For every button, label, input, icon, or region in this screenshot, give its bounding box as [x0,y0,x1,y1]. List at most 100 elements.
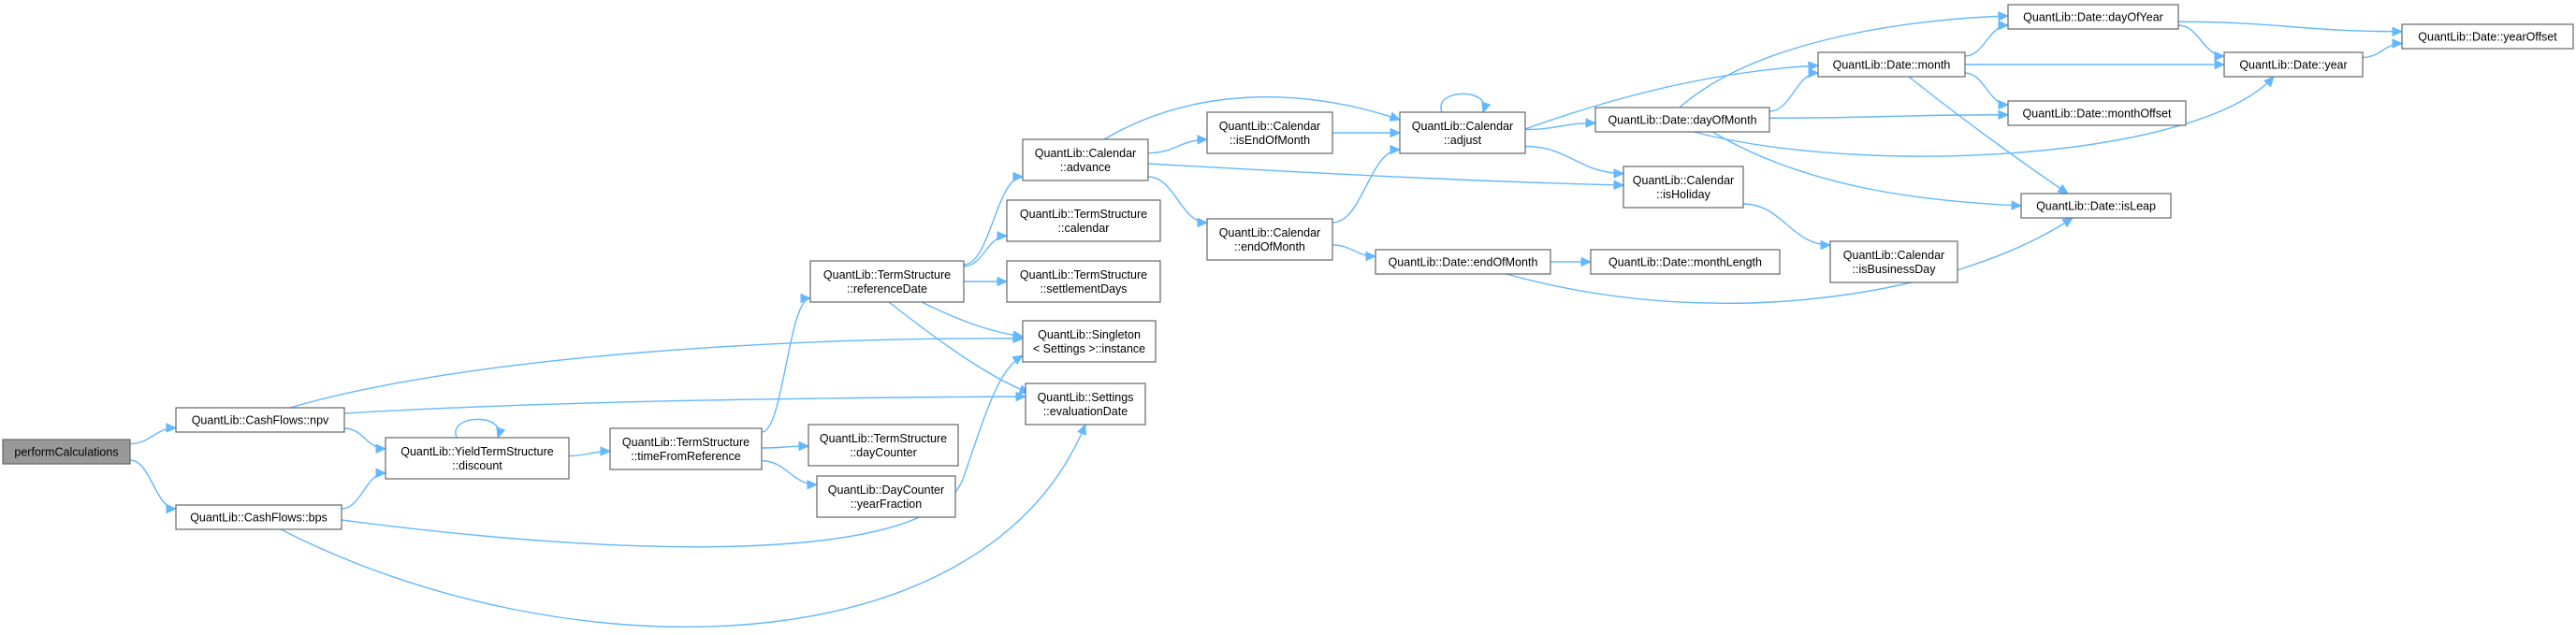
node-label: ::referenceDate [847,282,927,296]
node-year[interactable]: QuantLib::Date::year [2223,51,2364,78]
node-label: ::discount [452,459,502,472]
edge-adjust-to-isHoliday [1524,145,1625,179]
node-label: ::isHoliday [1656,188,1710,201]
edge-referenceDate-to-settlementDays [963,276,1009,287]
node-calEndOfMonth[interactable]: QuantLib::Calendar::endOfMonth [1206,218,1333,261]
node-label: QuantLib::TermStructure [622,436,750,449]
node-dayCounter[interactable]: QuantLib::TermStructure::dayCounter [808,424,959,467]
node-evaluationDate[interactable]: QuantLib::Settings::evaluationDate [1025,382,1146,426]
edge-timeFromReference-to-yearFraction [761,460,819,490]
node-label: QuantLib::Date::yearOffset [2418,31,2557,44]
node-box [1623,166,1744,209]
node-box [1006,199,1161,242]
node-box [2401,23,2574,50]
node-label: ::adjust [1444,134,1482,147]
edge-adjust-to-adjust [1440,93,1492,114]
node-box [809,260,965,303]
edge-calEndOfMonth-to-adjust [1332,144,1402,224]
node-isLeap[interactable]: QuantLib::Date::isLeap [2020,193,2172,219]
node-bps[interactable]: QuantLib::CashFlows::bps [175,504,342,530]
node-label: QuantLib::Date::year [2239,59,2347,72]
edge-month-to-isLeap [1908,76,2070,195]
node-label: QuantLib::TermStructure [820,432,947,445]
node-box [609,427,763,470]
node-yearFraction[interactable]: QuantLib::DayCounter::yearFraction [816,475,956,518]
node-label: QuantLib::Calendar [1412,120,1513,133]
node-box [2223,51,2364,78]
node-label: QuantLib::Calendar [1219,226,1320,239]
edge-month-to-year [1965,59,2226,70]
node-box [1829,240,1958,283]
node-dayOfYear[interactable]: QuantLib::Date::dayOfYear [2007,4,2179,30]
node-label: QuantLib::CashFlows::npv [192,414,329,427]
edge-bps-to-evaluationDate [280,423,1086,628]
edge-dayOfMonth-to-dayOfYear [1679,11,2010,108]
node-dateEndOfMonth[interactable]: QuantLib::Date::endOfMonth [1375,249,1551,275]
node-label: QuantLib::DayCounter [828,483,944,497]
node-adjust[interactable]: QuantLib::Calendar::adjust [1399,111,1526,154]
node-tsCalendar[interactable]: QuantLib::TermStructure::calendar [1006,199,1161,242]
node-label: QuantLib::Date::month [1833,59,1951,72]
node-discount[interactable]: QuantLib::YieldTermStructure::discount [385,437,570,480]
edge-dayOfMonth-to-month [1768,67,1820,112]
node-label: ::settlementDays [1040,282,1127,296]
edge-dayOfYear-to-year [2177,24,2226,62]
node-box [1817,51,1966,78]
edge-referenceDate-to-instance [921,301,1025,340]
node-settlementDays[interactable]: QuantLib::TermStructure::settlementDays [1006,260,1161,303]
node-isEndOfMonth[interactable]: QuantLib::Calendar::isEndOfMonth [1206,111,1333,154]
node-box [2007,100,2187,126]
node-label: QuantLib::TermStructure [1020,208,1147,221]
edge-dayOfYear-to-yearOffset [2177,21,2404,37]
edge-calEndOfMonth-to-dateEndOfMonth [1332,244,1377,262]
node-box [1594,107,1770,133]
edge-npv-to-evaluationDate [343,391,1027,414]
node-label: QuantLib::Calendar [1633,174,1734,187]
node-isHoliday[interactable]: QuantLib::Calendar::isHoliday [1623,166,1744,209]
node-label: ::isEndOfMonth [1230,134,1310,147]
node-performCalculations[interactable]: performCalculations [2,439,131,465]
edge-isHoliday-to-isBusinessDay [1742,203,1832,251]
node-isBusinessDay[interactable]: QuantLib::Calendar::isBusinessDay [1829,240,1958,283]
node-label: ::advance [1060,161,1111,174]
node-monthLength[interactable]: QuantLib::Date::monthLength [1590,249,1781,275]
node-box [1025,382,1146,426]
node-box [1590,249,1781,275]
node-label: ::timeFromReference [631,450,740,463]
node-box [1022,138,1149,181]
node-label: ::isBusinessDay [1853,263,1937,276]
node-dayOfMonth[interactable]: QuantLib::Date::dayOfMonth [1594,107,1770,133]
node-label: QuantLib::Date::dayOfYear [2023,11,2163,24]
node-label: QuantLib::Date::dayOfMonth [1608,114,1756,127]
node-label: QuantLib::CashFlows::bps [190,512,327,525]
edge-advance-to-isHoliday [1147,163,1625,191]
node-box [175,504,342,530]
node-npv[interactable]: QuantLib::CashFlows::npv [175,407,345,433]
edge-bps-to-discount [341,468,387,510]
node-instance[interactable]: QuantLib::Singleton< Settings >::instanc… [1022,320,1157,363]
node-monthOffset[interactable]: QuantLib::Date::monthOffset [2007,100,2187,126]
node-box [1006,260,1161,303]
edge-referenceDate-to-evaluationDate [888,301,1031,395]
node-advance[interactable]: QuantLib::Calendar::advance [1022,138,1149,181]
edge-referenceDate-to-tsCalendar [963,230,1009,267]
node-box [1375,249,1551,275]
node-label: QuantLib::Calendar [1843,249,1944,262]
node-box [2020,193,2172,219]
edge-dayOfMonth-to-monthOffset [1768,109,2010,121]
edge-dateEndOfMonth-to-isLeap [1506,217,2074,304]
edge-discount-to-timeFromReference [568,446,612,457]
node-yearOffset[interactable]: QuantLib::Date::yearOffset [2401,23,2574,50]
node-label: < Settings >::instance [1033,342,1145,355]
node-month[interactable]: QuantLib::Date::month [1817,51,1966,78]
edge-npv-to-discount [343,427,387,455]
edge-referenceDate-to-advance [963,171,1025,266]
node-timeFromReference[interactable]: QuantLib::TermStructure::timeFromReferen… [609,427,763,470]
node-referenceDate[interactable]: QuantLib::TermStructure::referenceDate [809,260,965,303]
node-label: QuantLib::Date::isLeap [2036,200,2156,213]
node-label: QuantLib::Calendar [1035,147,1136,160]
node-label: ::endOfMonth [1234,240,1305,253]
node-label: ::evaluationDate [1043,405,1128,418]
node-box [1206,111,1333,154]
edge-timeFromReference-to-dayCounter [761,440,810,452]
